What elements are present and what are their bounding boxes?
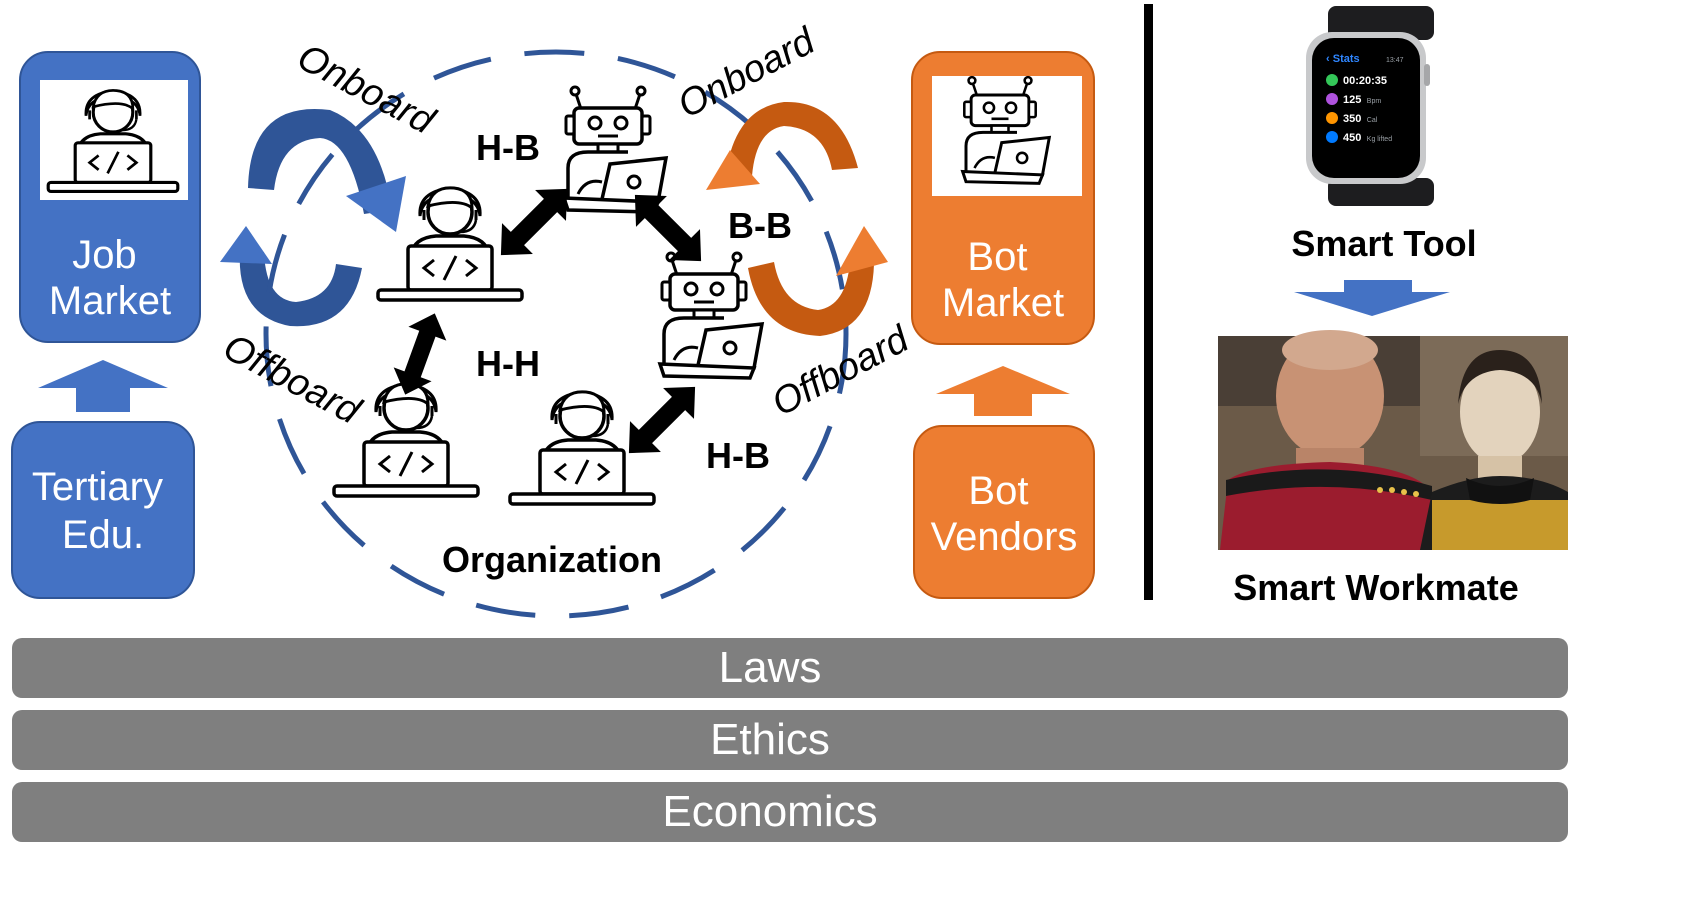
smart-workmate-label: Smart Workmate [1233, 567, 1518, 608]
foundation-bar-economics [12, 782, 1568, 842]
offboard-arrow-left-head-icon [220, 226, 272, 264]
offboard-arrow-right-icon [748, 262, 874, 336]
watch-time: 13:47 [1386, 57, 1404, 64]
job-market-label: Job Market [49, 233, 171, 323]
foundation-bar-laws [12, 638, 1568, 698]
bb-label: B-B [728, 205, 792, 246]
watch-stat-value: 125 [1343, 94, 1361, 106]
down-arrow-blue-icon [1294, 280, 1450, 316]
onboard-arrow-left-icon [248, 108, 392, 214]
offboard-label-left: Offboard [216, 326, 368, 433]
bot-vendors-box [913, 425, 1095, 599]
foundation-bar-label: Laws [719, 643, 822, 692]
onboard-arrow-right-icon [726, 101, 858, 176]
offboard-label-right: Offboard [765, 317, 917, 424]
robot-icon [658, 251, 764, 380]
organization-label: Organization [442, 539, 662, 580]
foundation-bar-ethics [12, 710, 1568, 770]
offboard-arrow-left-icon [239, 250, 362, 327]
watch-stat-icon [1326, 112, 1338, 124]
watch-stat-unit: Bpm [1367, 98, 1382, 105]
tertiary-edu-label: Tertiary Edu. [32, 465, 174, 557]
watch-stat-icon [1326, 74, 1338, 86]
up-arrow-orange-icon [936, 366, 1070, 416]
watch-header: ‹ Stats [1326, 53, 1360, 65]
offboard-arrow-right-head-icon [836, 226, 888, 276]
smart-tool-label: Smart Tool [1291, 223, 1476, 264]
smartwatch-icon: ‹ Stats 13:47 00:20:35 125 Bpm 350 Cal 450 Kg … [1306, 6, 1434, 206]
organization-boundary [263, 49, 849, 619]
double-arrow-icon [613, 371, 711, 469]
watch-stat-value: 00:20:35 [1343, 75, 1387, 87]
bot-vendors-label: Bot Vendors [931, 469, 1078, 559]
foundation-bar-label: Ethics [710, 715, 830, 764]
tertiary-edu-box [11, 421, 195, 599]
foundation-bar-label: Economics [662, 787, 877, 836]
watch-stat-value: 450 [1343, 132, 1361, 144]
watch-stat-value: 350 [1343, 113, 1361, 125]
watch-stat-icon [1326, 131, 1338, 143]
hb-top-label: H-B [476, 127, 540, 168]
onboard-arrow-right-head-icon [706, 150, 760, 190]
onboard-arrow-left-head-icon [346, 176, 406, 232]
up-arrow-blue-icon [38, 360, 168, 412]
watch-stat-unit: Kg lifted [1367, 136, 1392, 143]
bot-market-label: Bot Market [942, 235, 1064, 325]
vertical-divider [1144, 4, 1153, 600]
watch-stat-icon [1326, 93, 1338, 105]
robot-icon [562, 85, 668, 214]
watch-stat-unit: Cal [1367, 117, 1378, 124]
hb-bottom-label: H-B [706, 435, 770, 476]
two-crew-members-photo [1218, 330, 1568, 550]
hh-label: H-H [476, 343, 540, 384]
